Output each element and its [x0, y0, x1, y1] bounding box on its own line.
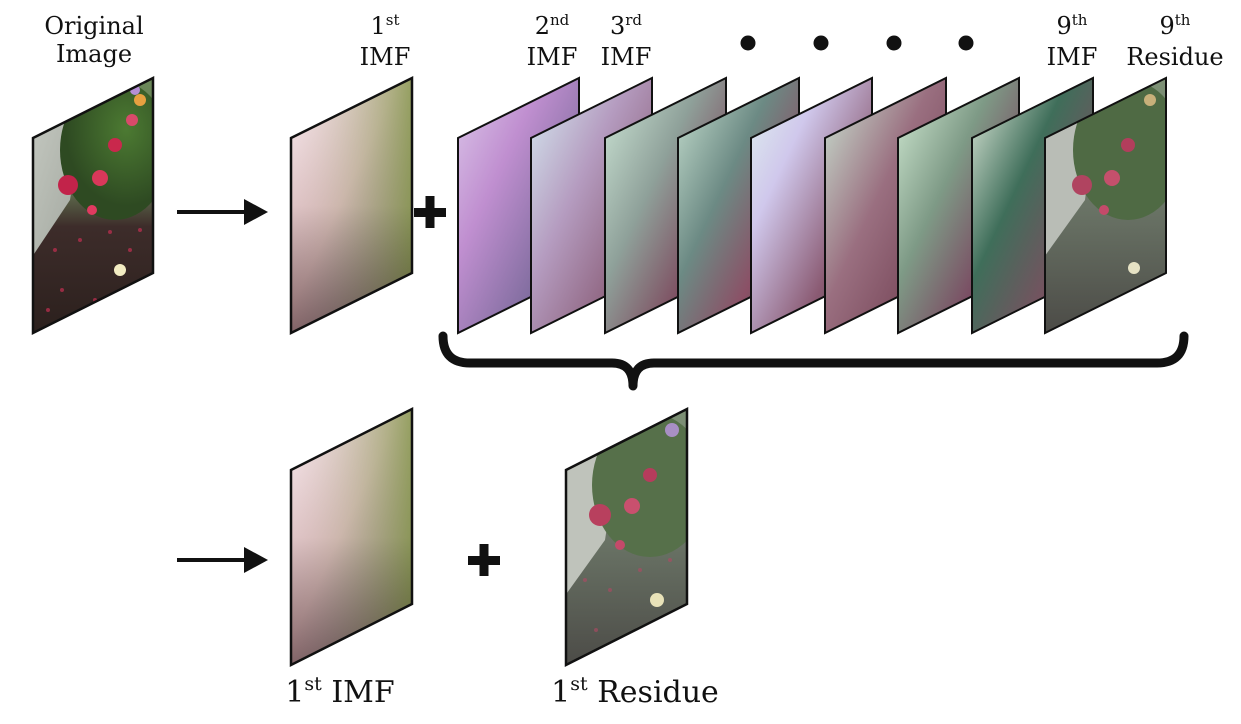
imf-stack [457, 76, 1167, 335]
imf2-top-suffix: nd [550, 11, 570, 29]
plus-sign-top [414, 196, 446, 228]
original-label-line1: Original [44, 12, 144, 40]
imf9-top-label: 9th IMF [1037, 11, 1107, 71]
imf2-top-number: 2 [534, 12, 550, 40]
residue9-top-number: 9 [1159, 12, 1175, 40]
residue1-bottom-suffix: st [570, 673, 588, 695]
imf9-top-suffix: th [1071, 11, 1088, 29]
imf1-top-label: 1st IMF [350, 11, 420, 71]
residue1-panel [564, 406, 689, 668]
original-image-label: Original Image [38, 12, 150, 68]
imf1-panel-top [289, 75, 414, 336]
residue9-top-label: 9th Residue [1122, 11, 1228, 71]
imf2-top-label: 2nd IMF [517, 11, 587, 71]
ellipsis-dot [740, 35, 756, 51]
imf1-bottom-suffix: st [304, 673, 322, 695]
imf1-bottom-word: IMF [331, 675, 395, 710]
ellipsis-dots [740, 35, 974, 51]
residue9-top-suffix: th [1174, 11, 1191, 29]
imf1-bottom-label: 1st IMF [270, 673, 410, 713]
grouping-brace [438, 331, 1189, 391]
original-image-panel [31, 75, 155, 336]
ellipsis-dot [886, 35, 902, 51]
imf3-top-suffix: rd [625, 11, 643, 29]
imf3-top-number: 3 [609, 12, 626, 40]
original-label-line2: Image [55, 40, 133, 68]
imf2-top-word: IMF [526, 43, 578, 71]
plus-sign-bottom [468, 544, 500, 576]
imf1-top-suffix: st [385, 11, 400, 29]
imf3-top-label: 3rd IMF [591, 11, 661, 71]
imf3-top-word: IMF [600, 43, 652, 71]
residue1-bottom-word: Residue [597, 675, 719, 710]
residue1-bottom-label: 1st Residue [540, 673, 730, 713]
imf1-bottom-number: 1 [285, 675, 305, 710]
imf1-top-word: IMF [359, 43, 411, 71]
arrow-to-result [177, 547, 268, 573]
arrow-to-decomposition [177, 199, 268, 225]
imf1-top-number: 1 [370, 12, 386, 40]
ellipsis-dot [813, 35, 829, 51]
ellipsis-dot [958, 35, 974, 51]
residue1-bottom-number: 1 [551, 675, 571, 710]
imf9-top-word: IMF [1046, 43, 1098, 71]
imf9-top-number: 9 [1056, 12, 1072, 40]
residue9-top-word: Residue [1126, 43, 1224, 71]
imf1-panel-bottom [289, 406, 414, 668]
